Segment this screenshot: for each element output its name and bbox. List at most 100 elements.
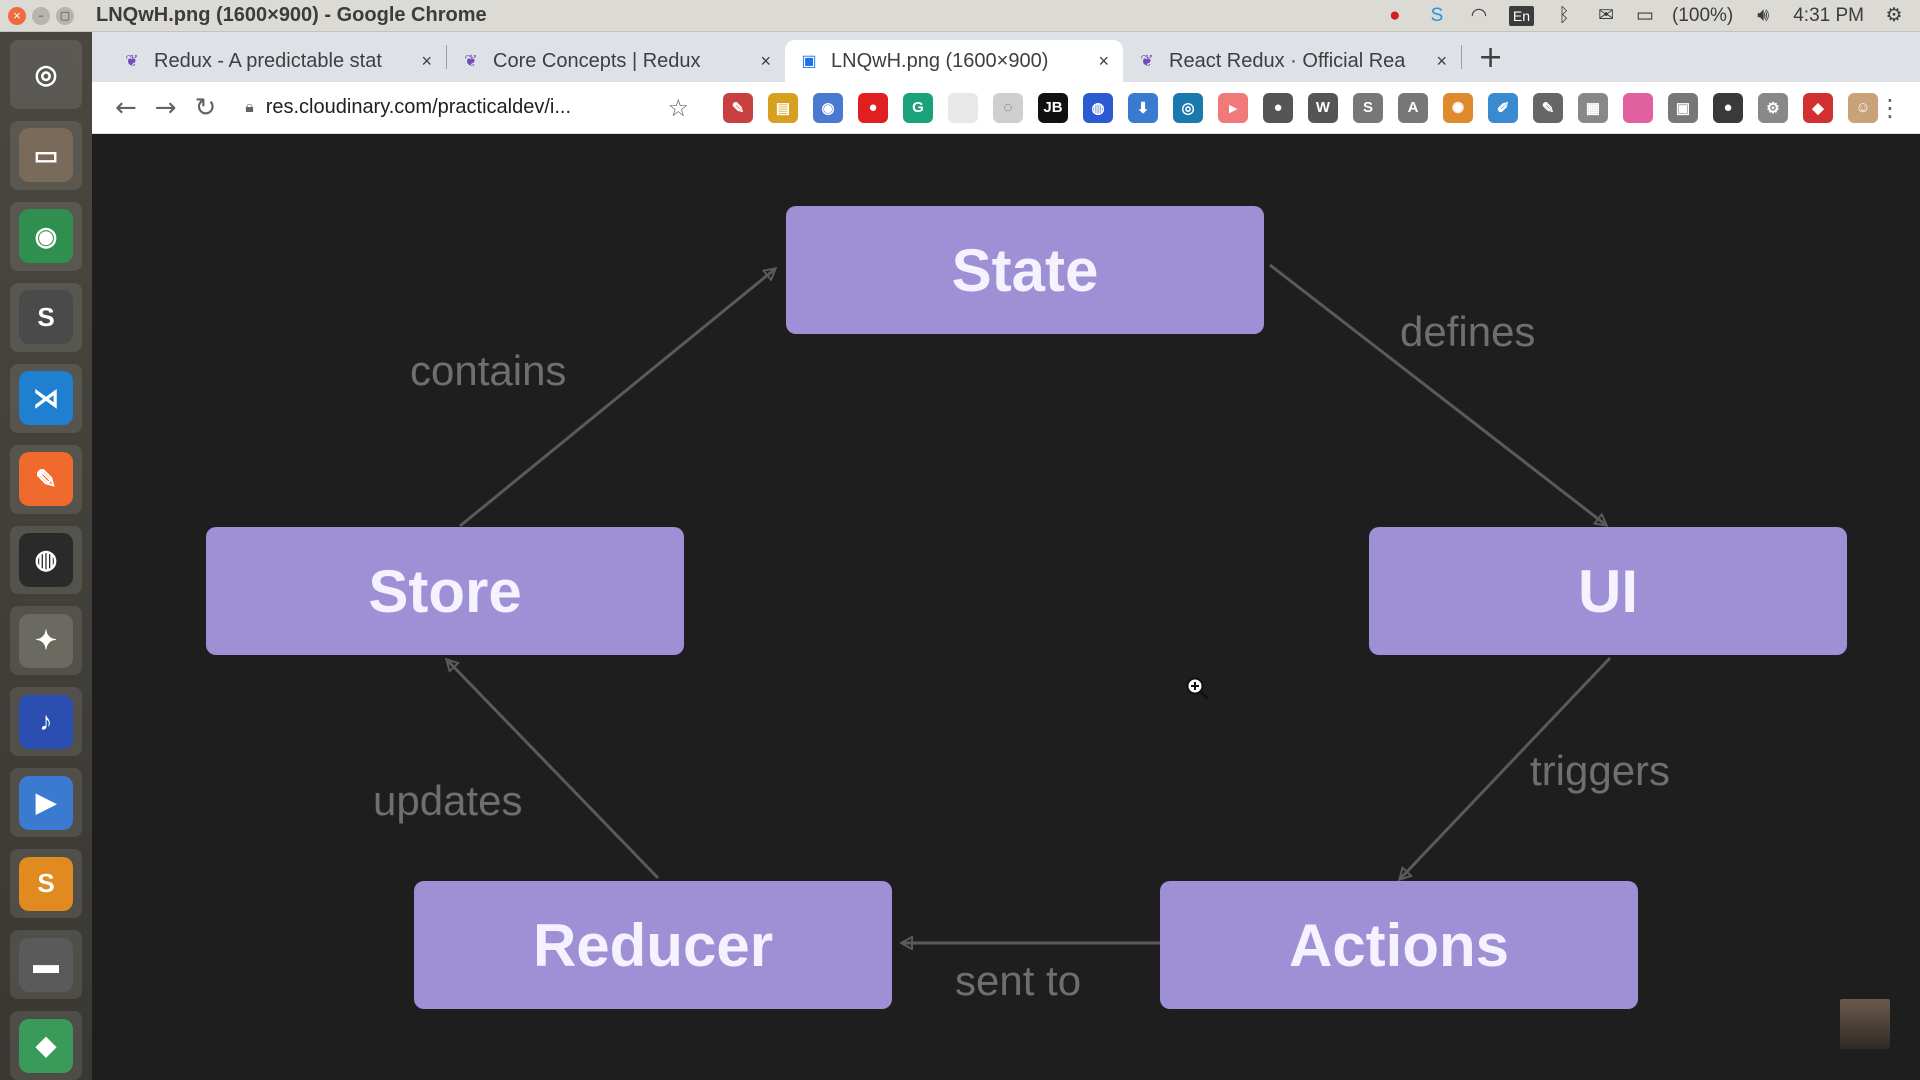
launcher-item[interactable]: ✎ (10, 444, 82, 514)
ext-jb-icon[interactable]: JB (1038, 92, 1069, 123)
ext-s-icon[interactable]: S (1353, 92, 1384, 123)
redux-icon: ❦ (464, 53, 478, 70)
ext-pointer-icon[interactable]: ▸ (1218, 92, 1249, 123)
ext-download-icon[interactable]: ⬇ (1128, 92, 1159, 123)
launcher-item[interactable]: S (10, 282, 82, 352)
label-triggers: triggers (1530, 747, 1671, 794)
launcher-item[interactable]: ▶ (10, 768, 82, 838)
ext-gradient-icon[interactable] (1623, 92, 1654, 123)
ext-octotree-icon[interactable]: ◆ (1803, 92, 1834, 123)
launcher-item[interactable]: S (10, 849, 82, 919)
window-minimize-button[interactable]: – (32, 6, 50, 25)
skype-icon[interactable]: S (1430, 4, 1444, 26)
tab-label: Core Concepts | Redux (493, 49, 701, 72)
ext-dark-circle-icon[interactable]: ● (1713, 92, 1744, 123)
node-reducer: Reducer (414, 881, 892, 1009)
ext-ruler-icon[interactable]: ▤ (768, 92, 799, 123)
launcher-item[interactable]: ▭ (10, 120, 82, 190)
zoom-in-cursor-icon (1186, 677, 1210, 701)
launcher-chrome-icon: ◉ (19, 209, 73, 264)
launcher-item[interactable]: ♪ (10, 687, 82, 757)
node-actions: Actions (1160, 881, 1638, 1009)
node-ui: UI (1369, 527, 1847, 655)
recording-indicator-icon[interactable]: ● (1389, 4, 1401, 26)
ext-dark-reader-icon[interactable]: ◌ (993, 92, 1024, 123)
tab-label: React Redux · Official Rea (1169, 49, 1406, 72)
launcher-install-icon: S (19, 856, 73, 911)
window-close-button[interactable]: × (8, 6, 26, 25)
ext-screenshot-icon[interactable]: ◎ (1173, 92, 1204, 123)
ext-keyboard-icon[interactable]: ▦ (1578, 92, 1609, 123)
ext-edit-icon[interactable]: ✎ (1533, 92, 1564, 123)
mail-icon[interactable]: ✉ (1598, 5, 1614, 26)
ext-image-icon[interactable]: ▣ (1668, 92, 1699, 123)
tab-react-redux[interactable]: ❦ React Redux · Official Rea × (1123, 40, 1461, 82)
bluetooth-icon[interactable]: ᛒ (1558, 4, 1570, 26)
edge-ui-actions (1400, 656, 1612, 879)
redux-icon: ❦ (1140, 53, 1154, 70)
edge-reducer-store (447, 660, 660, 880)
ext-globe-icon[interactable]: ◍ (1083, 92, 1114, 123)
back-icon[interactable]: ← (114, 92, 137, 123)
node-state: State (786, 206, 1264, 334)
ext-record-icon[interactable]: ● (1263, 92, 1294, 123)
tab-close-icon[interactable]: × (1436, 50, 1447, 71)
launcher-item[interactable]: ✦ (10, 606, 82, 676)
launcher-drive-icon: ▬ (19, 937, 73, 992)
new-tab-button[interactable]: + (1478, 39, 1504, 75)
ext-chrome-icon[interactable]: ◉ (813, 92, 844, 123)
battery-icon[interactable]: ▭ (1636, 5, 1654, 26)
tab-close-icon[interactable]: × (760, 50, 771, 71)
clock[interactable]: 4:31 PM (1793, 4, 1864, 26)
ext-color-wheel-icon[interactable]: ✺ (1443, 92, 1474, 123)
forward-icon[interactable]: → (154, 92, 177, 123)
chrome-menu-icon[interactable]: ⋮ (1878, 93, 1903, 122)
tab-label: Redux - A predictable stat (154, 49, 382, 72)
bookmark-star-icon[interactable]: ☆ (667, 93, 690, 122)
launcher-item[interactable]: ⋊ (10, 363, 82, 433)
launcher-vscode-icon: ⋊ (19, 371, 73, 426)
battery-percent: (100%) (1671, 4, 1734, 26)
ext-adblock-icon[interactable]: ● (858, 92, 889, 123)
ext-a-icon[interactable]: A (1398, 92, 1429, 123)
tab-redux-home[interactable]: ❦ Redux - A predictable stat × (108, 40, 446, 82)
tab-lnqwh-image[interactable]: ▣ LNQwH.png (1600×900) × (785, 40, 1123, 82)
wifi-icon[interactable]: ◠ (1470, 5, 1488, 26)
tab-close-icon[interactable]: × (421, 50, 432, 71)
tab-separator (446, 45, 447, 69)
launcher-dash-icon: ◎ (19, 47, 73, 102)
ext-blank-icon[interactable] (948, 92, 979, 123)
launcher-item[interactable]: ◍ (10, 525, 82, 595)
reload-icon[interactable]: ↻ (194, 92, 217, 123)
image-viewport: State Store UI Reducer Actions contains … (92, 135, 1920, 1080)
launcher-item[interactable]: ◎ (10, 40, 82, 109)
ext-wordpress-icon[interactable]: W (1308, 92, 1339, 123)
label-contains: contains (410, 347, 567, 394)
launcher-postman-icon: ✎ (19, 452, 73, 507)
tab-core-concepts[interactable]: ❦ Core Concepts | Redux × (447, 40, 785, 82)
keyboard-language-indicator[interactable]: En (1508, 5, 1535, 26)
launcher-item[interactable]: ◆ (10, 1011, 82, 1080)
edge-store-state (459, 269, 775, 528)
system-top-bar: × – ▢ LNQwH.png (1600×900) - Google Chro… (0, 0, 1920, 32)
lock-icon[interactable]: 🔒︎ (245, 98, 254, 116)
ext-pen-icon[interactable]: ✐ (1488, 92, 1519, 123)
tab-separator (1461, 45, 1462, 69)
presenter-webcam-thumbnail (1840, 999, 1890, 1049)
tab-close-icon[interactable]: × (1098, 50, 1109, 71)
window-maximize-button[interactable]: ▢ (56, 6, 74, 25)
launcher-item[interactable]: ◉ (10, 201, 82, 271)
launcher-media-player-icon: ▶ (19, 775, 73, 830)
launcher-obs-icon: ◍ (19, 532, 73, 587)
volume-icon[interactable]: 🔊︎ (1757, 4, 1770, 26)
power-settings-icon[interactable]: ⚙ (1885, 5, 1903, 26)
window-controls: × – ▢ (0, 6, 96, 25)
address-bar[interactable]: 🔒︎ res.cloudinary.com/practicaldev/i... (235, 88, 661, 128)
ext-grammarly-icon[interactable]: G (903, 92, 934, 123)
ext-gear-icon[interactable]: ⚙ (1758, 92, 1789, 123)
launcher-item[interactable]: ▬ (10, 930, 82, 1000)
ext-color-picker-icon[interactable]: ✎ (723, 92, 754, 123)
address-url[interactable]: res.cloudinary.com/practicaldev/i... (265, 96, 572, 118)
profile-avatar-icon[interactable]: ☺ (1848, 92, 1879, 123)
